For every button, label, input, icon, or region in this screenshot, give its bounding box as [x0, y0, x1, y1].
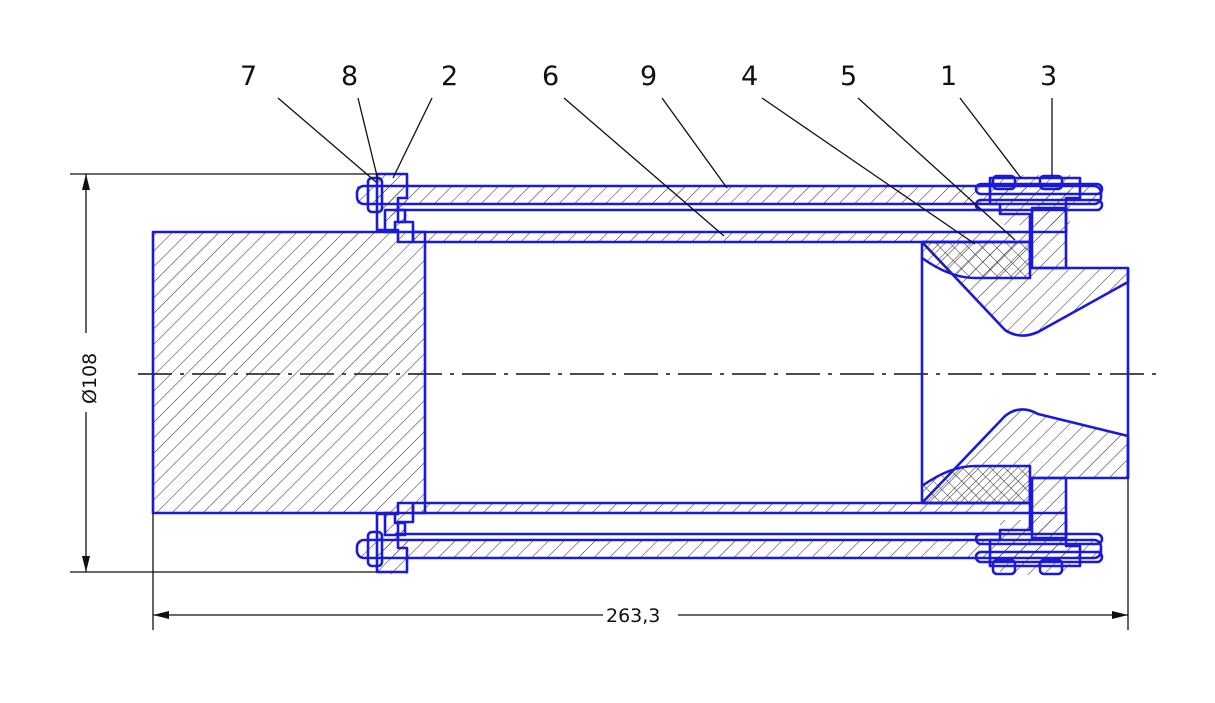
part-label-1: 1 — [940, 61, 957, 92]
part-label-7: 7 — [240, 61, 257, 92]
part-label-8: 8 — [341, 61, 358, 92]
inner-tube-top — [413, 232, 1030, 242]
nozzle-top-outline — [921, 240, 1130, 337]
right-bolt-bottom-washer2 — [974, 550, 1104, 564]
outer-tube-bottom — [357, 540, 1101, 558]
collar-bottom — [1032, 478, 1066, 538]
right-bolt-top-right — [1038, 174, 1064, 191]
leader-lines — [277, 97, 1053, 245]
right-flange-top-outline — [988, 176, 1082, 234]
length-dimension: 263,3 — [152, 478, 1129, 630]
part-label-3: 3 — [1040, 61, 1057, 92]
part-label-6: 6 — [542, 61, 559, 92]
left-plug-body — [153, 232, 425, 513]
outer-tube-top — [357, 186, 1101, 204]
part-label-5: 5 — [840, 61, 857, 92]
inner-tube-bottom — [413, 503, 1030, 513]
collar-top — [1032, 208, 1066, 268]
right-bolt-top-left — [991, 174, 1017, 191]
ring-4-bottom — [922, 466, 1030, 503]
diameter-dimension: Ø108 — [70, 173, 376, 573]
part-label-4: 4 — [741, 61, 758, 92]
part-label-2: 2 — [441, 61, 458, 92]
ring-4-top-outline — [921, 240, 1032, 280]
ring-4-top — [922, 242, 1030, 278]
nozzle-bottom-outline — [921, 408, 1130, 505]
outer-tube-bottom-outline — [355, 538, 1103, 560]
part-label-9: 9 — [640, 61, 657, 92]
left-ring-top-outline — [383, 208, 407, 234]
length-value: 263,3 — [606, 605, 660, 627]
right-bolt-top-washer — [974, 182, 1104, 196]
diameter-value: Ø108 — [79, 353, 101, 404]
right-bolt-bottom-right — [1038, 558, 1064, 576]
left-bolt-bottom — [366, 530, 384, 568]
right-bolt-bottom-left — [991, 558, 1017, 576]
part-labels: 7 8 2 6 9 4 5 1 3 — [240, 61, 1057, 92]
left-ring-bottom-outline — [383, 511, 407, 537]
ring-4-bottom-outline — [921, 464, 1032, 505]
outer-tube-top-outline — [355, 184, 1103, 206]
left-plug-outline — [151, 230, 427, 515]
left-bolt-top — [366, 176, 384, 214]
